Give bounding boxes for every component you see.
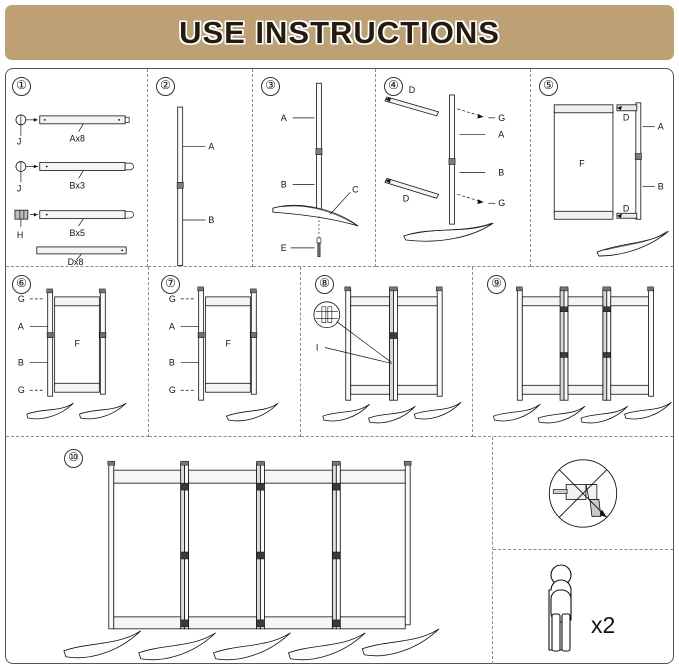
step-6-diagram: F G A B G (18, 288, 127, 420)
step-2-diagram: A B (176, 106, 214, 266)
step-10-diagram (63, 460, 440, 661)
callout-G-top: G (18, 294, 25, 304)
callout-B: B (658, 181, 664, 191)
no-power-drill-cell (493, 437, 673, 550)
step-number-1: ① (12, 77, 31, 96)
callout-D-bottom: D (403, 193, 410, 203)
callout-F: F (225, 339, 231, 349)
two-people-cell: x2 (493, 550, 673, 664)
people-count-label: x2 (591, 612, 616, 638)
step-1-diagram: Ax8 J Bx3 J (14, 114, 134, 266)
person-icon (548, 564, 572, 652)
callout-B: B (18, 357, 24, 367)
callout-G-bottom: G (169, 385, 176, 395)
part-label-1: Ax8 (70, 134, 85, 144)
part-label-2: Bx3 (70, 180, 85, 190)
step-9-diagram (492, 286, 672, 424)
callout-G-bottom: G (18, 385, 25, 395)
callout-B: B (498, 167, 504, 177)
page-title: USE INSTRUCTIONS (179, 14, 500, 50)
callout-C: C (352, 184, 359, 194)
callout-D-bottom: D (623, 203, 630, 213)
part-label-3: Bx5 (70, 228, 85, 238)
step-number-7: ⑦ (161, 275, 180, 294)
callout-E: E (281, 243, 287, 253)
step-number-10: ⑩ (64, 449, 83, 468)
step-10-cell: ⑩ (6, 437, 493, 664)
callout-F: F (579, 159, 585, 169)
callout-I: I (316, 343, 318, 353)
step-5-cell: ⑤ F D D (531, 69, 673, 267)
part-connector-1: J (17, 137, 21, 147)
callout-A: A (281, 113, 287, 123)
callout-D-top: D (409, 85, 416, 95)
part-connector-3: H (17, 230, 23, 240)
step-3-diagram: E A B C (272, 82, 359, 258)
step-number-3: ③ (261, 77, 280, 96)
step-9-cell: ⑨ (473, 267, 673, 437)
callout-B: B (208, 215, 214, 225)
callout-A: A (169, 322, 175, 332)
callout-G-bottom: G (498, 198, 505, 208)
step-6-cell: ⑥ F G A (6, 267, 149, 437)
step-number-5: ⑤ (539, 77, 558, 96)
step-number-6: ⑥ (12, 275, 31, 294)
step-1-cell: ① Ax8 J (6, 69, 148, 267)
part-label-4: Dx8 (68, 257, 84, 266)
step-7-diagram: F G A B G (169, 286, 279, 422)
no-power-drill-icon (548, 459, 618, 528)
callout-B: B (169, 357, 175, 367)
step-number-4: ④ (384, 77, 403, 96)
step-5-diagram: F D D A B (553, 102, 669, 257)
callout-G-top: G (169, 294, 176, 304)
step-number-8: ⑧ (315, 275, 334, 294)
callout-A: A (18, 322, 24, 332)
step-4-diagram: D G D G A (384, 85, 505, 242)
callout-F: F (75, 339, 81, 349)
step-3-cell: ③ E A B C (253, 69, 376, 267)
step-number-2: ② (156, 77, 175, 96)
step-8-cell: ⑧ (301, 267, 473, 437)
step-7-cell: ⑦ F G A B G (149, 267, 301, 437)
step-2-cell: ② A B (148, 69, 253, 267)
callout-A: A (208, 142, 214, 152)
step-8-diagram: I (313, 286, 462, 424)
callout-B: B (281, 179, 287, 189)
callout-D-top: D (623, 113, 630, 123)
part-connector-2: J (17, 183, 21, 193)
header-banner: USE INSTRUCTIONS (5, 5, 674, 60)
step-4-cell: ④ D G (376, 69, 531, 267)
callout-G-top: G (498, 113, 505, 123)
steps-grid: ① Ax8 J (5, 68, 674, 664)
callout-A: A (658, 122, 664, 132)
callout-A: A (498, 130, 504, 140)
step-number-9: ⑨ (487, 275, 506, 294)
